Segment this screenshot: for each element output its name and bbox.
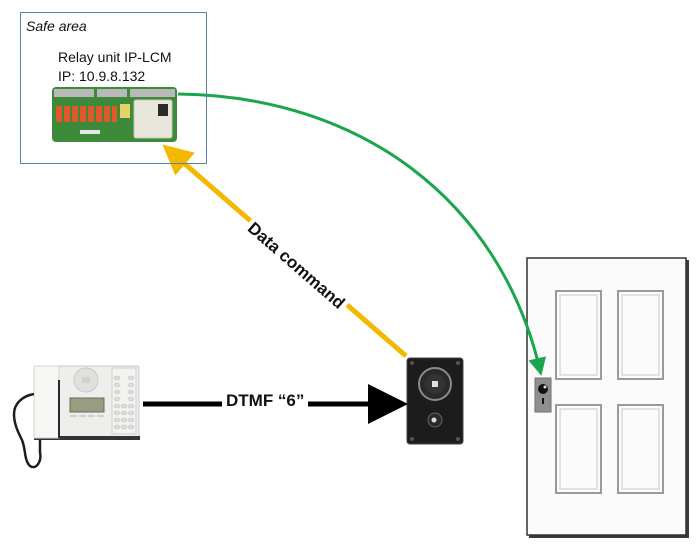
door-image bbox=[526, 257, 689, 538]
safe-area-label: Safe area bbox=[26, 18, 87, 34]
desk-station-image bbox=[12, 365, 140, 469]
relay-unit-ip: IP: 10.9.8.132 bbox=[58, 68, 146, 84]
dtmf-label: DTMF “6” bbox=[222, 391, 309, 411]
relay-to-door-arrow bbox=[177, 92, 547, 376]
door-station-image bbox=[406, 357, 464, 445]
relay-board-image bbox=[52, 87, 177, 142]
safe-area-box bbox=[20, 12, 207, 164]
relay-unit-title: Relay unit IP-LCM bbox=[58, 49, 172, 65]
door-lock-icon bbox=[534, 377, 552, 413]
